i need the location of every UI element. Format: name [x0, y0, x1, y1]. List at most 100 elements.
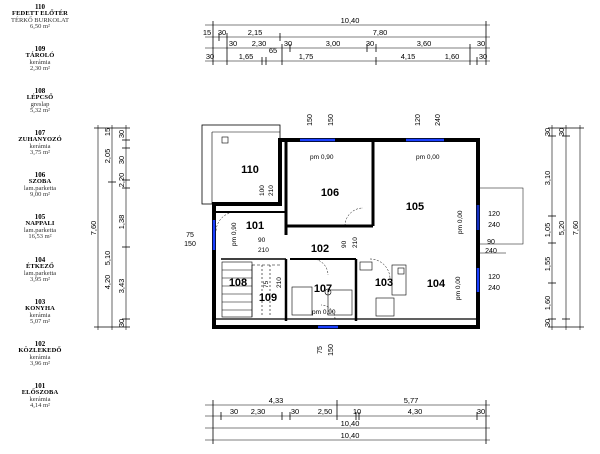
legend-name: ÉTKEZŐ — [25, 263, 55, 270]
svg-text:75: 75 — [263, 280, 270, 288]
svg-text:150: 150 — [307, 114, 314, 126]
bottom-dimensions — [205, 400, 490, 444]
svg-text:30: 30 — [479, 52, 487, 61]
legend-name: LÉPCSŐ — [26, 94, 54, 101]
svg-text:150: 150 — [328, 114, 335, 126]
svg-text:210: 210 — [268, 185, 275, 196]
svg-text:30: 30 — [117, 130, 126, 138]
svg-text:pm 0,00: pm 0,00 — [455, 276, 462, 300]
legend-material: kerámia — [29, 353, 51, 361]
legend-num: 105 — [34, 213, 46, 221]
svg-text:2,30: 2,30 — [251, 407, 266, 416]
right-dimension-labels: 30 3,10 1,05 1,55 1,60 30 5,20 7,60 30 — [543, 128, 580, 327]
legend-num: 109 — [34, 45, 46, 53]
svg-text:5,77: 5,77 — [404, 396, 419, 405]
svg-text:90: 90 — [258, 237, 266, 244]
legend-num: 103 — [34, 298, 46, 306]
legend-area: 5,07 m² — [29, 318, 50, 325]
room-102: 102 — [311, 243, 329, 255]
legend-name: FEDETT ELŐTÉR — [12, 10, 68, 17]
svg-text:240: 240 — [435, 114, 442, 126]
svg-text:120: 120 — [488, 274, 500, 281]
legend-name: NAPPALI — [25, 220, 55, 227]
staircase — [221, 261, 282, 318]
svg-text:30: 30 — [230, 407, 238, 416]
room-labels: 110 106 105 101 102 108 109 107 103 104 — [229, 164, 446, 304]
svg-text:30: 30 — [477, 39, 485, 48]
legend-num: 108 — [34, 87, 46, 95]
svg-text:10,40: 10,40 — [341, 419, 360, 428]
legend-num: 102 — [34, 340, 46, 348]
svg-text:4,33: 4,33 — [269, 396, 284, 405]
svg-text:5,10: 5,10 — [103, 251, 112, 266]
top-dimension-labels: 10,40 15 30 2,15 7,80 30 2,30 30 3,00 30… — [203, 16, 487, 61]
legend-area: 16,53 m² — [28, 233, 52, 240]
legend-area: 4,14 m² — [29, 402, 50, 409]
svg-text:30: 30 — [229, 39, 237, 48]
fixtures — [221, 136, 407, 317]
svg-text:150: 150 — [328, 344, 335, 356]
svg-text:pm 0,00: pm 0,00 — [457, 210, 464, 234]
svg-text:3,10: 3,10 — [543, 171, 552, 186]
svg-text:7,60: 7,60 — [571, 221, 580, 236]
top-dimensions — [205, 21, 490, 65]
svg-text:210: 210 — [352, 237, 359, 248]
svg-text:2,15: 2,15 — [248, 28, 263, 37]
svg-text:2,50: 2,50 — [318, 407, 333, 416]
legend-material: TÉRKŐ BURKOLAT — [11, 16, 69, 24]
left-dimension-labels: 7,60 2,05 5,10 15 30 30 2,20 1,38 4,20 3… — [89, 128, 126, 327]
svg-text:1,65: 1,65 — [239, 52, 254, 61]
svg-text:30: 30 — [218, 28, 226, 37]
room-103: 103 — [375, 277, 393, 289]
legend-area: 3,95 m² — [29, 276, 50, 283]
svg-text:1,38: 1,38 — [117, 215, 126, 230]
svg-text:10: 10 — [353, 407, 361, 416]
legend-name: SZOBA — [28, 178, 52, 185]
legend-area: 2,30 m² — [29, 65, 50, 72]
legend-material: lam.parketta — [23, 184, 57, 192]
svg-text:75: 75 — [317, 346, 324, 354]
svg-text:30: 30 — [117, 319, 126, 327]
svg-text:3,00: 3,00 — [326, 39, 341, 48]
svg-text:2,05: 2,05 — [103, 149, 112, 164]
legend-name: TÁROLÓ — [25, 52, 55, 59]
svg-text:4,15: 4,15 — [401, 52, 416, 61]
svg-text:3,60: 3,60 — [417, 39, 432, 48]
svg-text:3,43: 3,43 — [117, 279, 126, 294]
room-108: 108 — [229, 277, 247, 289]
level-annotations: pm 0,90 pm 0,00 pm 0,90 pm 0,00 pm 0,00 … — [231, 154, 464, 316]
svg-text:1,75: 1,75 — [299, 52, 314, 61]
legend-material: kerámia — [29, 58, 51, 66]
svg-text:100: 100 — [259, 185, 266, 196]
legend-name: ELŐSZOBA — [21, 389, 59, 396]
svg-text:30: 30 — [543, 128, 552, 136]
svg-text:1,05: 1,05 — [543, 223, 552, 238]
legend-num: 110 — [34, 3, 46, 11]
dim-top-overall: 10,40 — [341, 16, 360, 25]
legend-area: 6,50 m² — [29, 23, 50, 30]
right-dimensions — [548, 125, 584, 330]
svg-text:15: 15 — [103, 128, 112, 136]
svg-text:90: 90 — [487, 239, 495, 246]
svg-text:120: 120 — [415, 114, 422, 126]
room-109: 109 — [259, 292, 277, 304]
svg-text:210: 210 — [276, 277, 283, 288]
legend-material: lam.parketta — [23, 269, 57, 277]
legend-material: kerámia — [29, 142, 51, 150]
svg-text:210: 210 — [258, 247, 269, 254]
legend-num: 106 — [34, 171, 46, 179]
svg-text:7,80: 7,80 — [373, 28, 388, 37]
legend-area: 5,32 m² — [29, 107, 50, 114]
legend-name: KÖZLEKEDŐ — [18, 347, 62, 354]
svg-text:30: 30 — [557, 128, 566, 136]
legend-material: lam.parketta — [23, 226, 57, 234]
legend-num: 104 — [34, 256, 46, 264]
legend-material: greslap — [30, 100, 50, 108]
svg-text:7,60: 7,60 — [89, 221, 98, 236]
